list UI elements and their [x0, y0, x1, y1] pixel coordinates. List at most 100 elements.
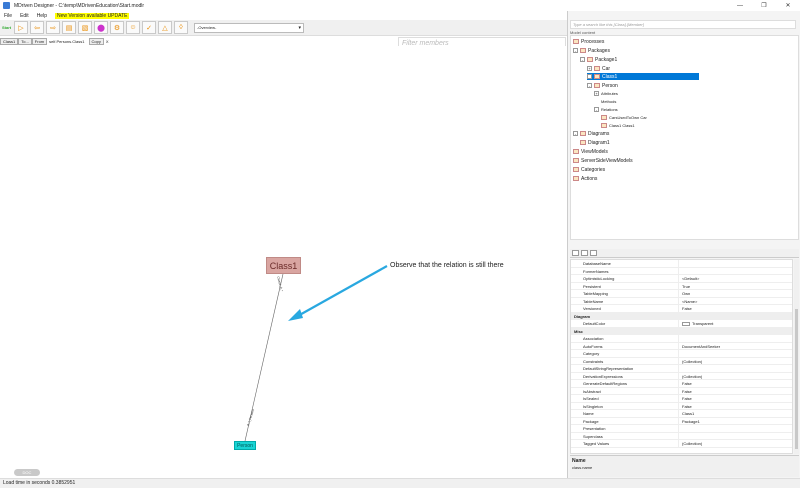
property-value[interactable]: <Default>	[682, 276, 700, 281]
color-wheel-icon[interactable]: ⬤	[94, 21, 108, 34]
categorized-icon[interactable]	[572, 250, 579, 256]
property-value[interactable]	[679, 268, 682, 275]
property-value[interactable]: <Name>	[682, 298, 698, 304]
tree-item-categories[interactable]: Categories	[573, 166, 605, 173]
forward-icon[interactable]: ⇨	[46, 21, 60, 34]
expand-icon[interactable]: +	[587, 74, 592, 79]
overview-select[interactable]: -Overview- ▾	[194, 22, 304, 33]
doc-button[interactable]: DOC	[14, 469, 40, 476]
property-row[interactable]: TableName<Name>	[571, 297, 792, 305]
alphabetical-icon[interactable]	[581, 250, 588, 256]
user-icon[interactable]: ☺	[126, 21, 140, 34]
tree-item-packages[interactable]: -Packages	[573, 47, 610, 54]
tree-item-person[interactable]: -Person	[587, 82, 618, 89]
property-value[interactable]: True	[682, 283, 691, 289]
property-value[interactable]: Class1	[682, 411, 695, 416]
update-link[interactable]: New Version available UPDATE	[54, 12, 130, 19]
property-value[interactable]: Transparent	[679, 320, 713, 327]
property-value[interactable]	[679, 260, 682, 267]
tree-item-viewmodels[interactable]: ViewModels	[573, 148, 608, 155]
class1-node[interactable]: Class1	[266, 257, 301, 274]
tree-item-relation[interactable]: Class1 Class1	[601, 122, 635, 129]
tree-item-processes[interactable]: Processes	[573, 38, 604, 45]
property-row[interactable]: Superclass	[571, 432, 792, 440]
play-icon[interactable]: ▷	[14, 21, 28, 34]
collapse-icon[interactable]: -	[573, 131, 578, 136]
to-button[interactable]: To...	[18, 37, 32, 45]
property-row[interactable]: Association	[571, 335, 792, 343]
property-value[interactable]: (Collection)	[682, 441, 703, 446]
collapse-icon[interactable]: -	[580, 57, 585, 62]
collapse-icon[interactable]: -	[587, 83, 592, 88]
property-category[interactable]: Misc	[571, 327, 792, 335]
property-category[interactable]: Diagram	[571, 312, 792, 320]
person-node[interactable]: Person	[234, 441, 256, 450]
copy-button[interactable]: Copy	[88, 37, 104, 45]
property-value[interactable]: False	[682, 388, 692, 394]
save-icon[interactable]: ▤	[62, 21, 76, 34]
check-icon[interactable]: ✓	[142, 21, 156, 34]
search-model-icon[interactable]: ⚙	[110, 21, 124, 34]
tree-item-actions[interactable]: Actions	[573, 175, 597, 182]
property-value[interactable]	[679, 365, 682, 372]
property-value[interactable]: (Collection)	[682, 358, 703, 364]
network-icon[interactable]: △	[158, 21, 172, 34]
property-row[interactable]: DefaultStringRepresentation	[571, 365, 792, 373]
property-row[interactable]: DatabaseName	[571, 260, 792, 268]
property-value[interactable]	[679, 425, 682, 432]
property-value[interactable]	[679, 433, 682, 440]
collapse-icon[interactable]: -	[594, 107, 599, 112]
property-value[interactable]: False	[682, 306, 692, 311]
property-row[interactable]: DerivationExpressions(Collection)	[571, 372, 792, 380]
tree-item-serversideviewmodels[interactable]: ServerSideViewModels	[573, 157, 633, 164]
property-row[interactable]: FormerNames	[571, 267, 792, 275]
scrollbar-thumb[interactable]	[795, 309, 798, 449]
tree-item-diagram1[interactable]: Diagram1	[580, 139, 610, 146]
property-value[interactable]: False	[682, 396, 692, 401]
tree-item-methods[interactable]: Methods	[601, 99, 617, 104]
tree-item-diagrams[interactable]: -Diagrams	[573, 130, 610, 137]
document-icon[interactable]: ▧	[78, 21, 92, 34]
expand-icon[interactable]: +	[587, 66, 592, 71]
property-row[interactable]: Tagged Values(Collection)	[571, 440, 792, 448]
property-scrollbar[interactable]	[794, 259, 799, 454]
property-row[interactable]: Category	[571, 350, 792, 358]
back-icon[interactable]: ⇦	[30, 21, 44, 34]
menu-edit[interactable]: Edit	[20, 12, 29, 19]
property-value[interactable]: Package1	[682, 418, 700, 424]
minimize-icon[interactable]: —	[737, 2, 743, 9]
ocl-expression[interactable]: self.Persons.Class1	[49, 38, 85, 44]
tree-item-relations[interactable]: -Relations	[594, 107, 618, 112]
property-row[interactable]: Presentation	[571, 425, 792, 433]
property-value[interactable]	[679, 335, 682, 342]
property-row[interactable]: OptimisticLocking<Default>	[571, 275, 792, 283]
collapse-icon[interactable]: -	[573, 48, 578, 53]
start-label[interactable]: Start	[2, 25, 12, 30]
from-button[interactable]: From	[31, 37, 48, 45]
menu-help[interactable]: Help	[36, 12, 47, 19]
tree-item-car[interactable]: +Car	[587, 65, 611, 72]
maximize-icon[interactable]: ❐	[761, 3, 767, 9]
property-value[interactable]: Own	[682, 291, 691, 296]
menu-file[interactable]: File	[4, 12, 13, 19]
class-select[interactable]: Class1	[0, 37, 19, 45]
property-row[interactable]: Constraints(Collection)	[571, 357, 792, 365]
close-ocl-button[interactable]: X	[105, 38, 109, 44]
property-value[interactable]	[679, 350, 682, 357]
settings-icon[interactable]: ◊	[174, 21, 188, 34]
property-value[interactable]: False	[682, 381, 692, 386]
property-value[interactable]: DocumentAndSeeker	[682, 343, 721, 349]
property-value[interactable]: (Collection)	[682, 373, 703, 379]
tree-item-class1[interactable]: +Class1	[587, 73, 699, 80]
